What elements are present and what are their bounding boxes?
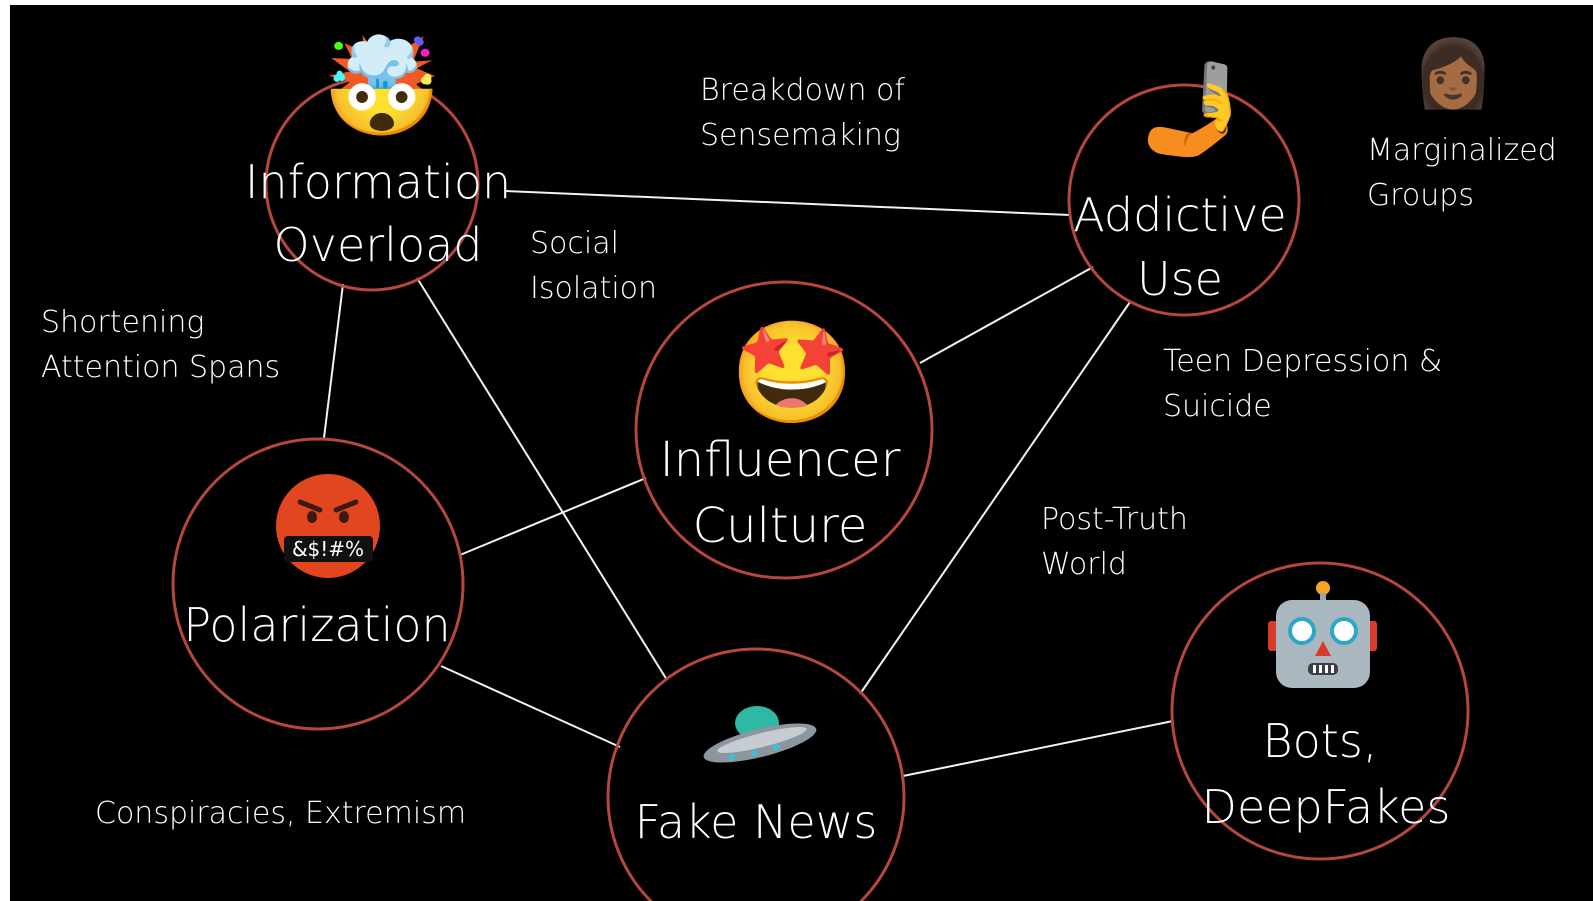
node-label-influencer-culture-line2: Culture [693, 498, 868, 554]
note-social-isolation-line2: Isolation [530, 271, 658, 306]
diagram-canvas: Information Overload Addictive Use Influ… [171, 76, 1470, 901]
circle-influencer-culture [634, 280, 934, 580]
node-label-information-overload-line2: Overload [274, 218, 483, 272]
note-shortening-line1: Shortening [41, 305, 205, 340]
node-label-influencer-culture-line1: Influencer [660, 432, 901, 488]
node-label-information-overload-line1: Information [245, 155, 511, 209]
node-label-bots-deepfakes-line2: DeepFakes [1202, 780, 1451, 834]
node-addictive-use: Addictive Use [1067, 83, 1301, 317]
node-label-polarization: Polarization [183, 598, 450, 652]
note-breakdown-line1: Breakdown of [700, 73, 905, 108]
note-breakdown-line2: Sensemaking [700, 118, 901, 153]
edge-information-overload-to-addictive-use [504, 190, 1071, 216]
edge-addictive-use-to-influencer-culture [919, 266, 1094, 364]
note-teen-line1: Teen Depression & [1163, 344, 1443, 379]
note-marginalized-groups: Marginalized Groups [1367, 128, 1557, 218]
note-shortening-line2: Attention Spans [41, 350, 281, 385]
note-teen-line2: Suicide [1163, 389, 1272, 424]
edge-fake-news-to-bots-deepfakes [902, 720, 1174, 777]
node-bots-deepfakes: Bots, DeepFakes [1170, 561, 1470, 861]
circle-addictive-use [1067, 83, 1301, 317]
note-shortening-attention-spans: Shortening Attention Spans [41, 300, 280, 390]
slide: Information Overload Addictive Use Influ… [10, 5, 1593, 901]
note-post-truth-world: Post-Truth World [1041, 497, 1188, 587]
node-influencer-culture: Influencer Culture [634, 280, 934, 580]
edge-information-overload-to-fake-news [416, 277, 668, 681]
cursing-face-icon: &$!#% [276, 474, 380, 578]
node-fake-news: Fake News [606, 647, 906, 901]
note-post-truth-line2: World [1041, 547, 1127, 582]
edge-polarization-to-fake-news [440, 665, 621, 748]
edge-addictive-use-to-fake-news [859, 301, 1131, 695]
edges-layer [323, 190, 1174, 777]
woman-icon: 👩🏾 [1412, 35, 1495, 112]
node-label-addictive-use-line1: Addictive [1073, 188, 1286, 242]
edge-information-overload-to-polarization [323, 283, 344, 439]
exploding-head-icon: 🤯 [322, 31, 442, 143]
note-social-isolation: Social Isolation [530, 221, 657, 311]
edge-influencer-culture-to-polarization [459, 477, 647, 556]
selfie-arm-icon: 🤳 [1138, 57, 1251, 162]
note-social-isolation-line1: Social [530, 226, 619, 261]
note-marginalized-line2: Groups [1367, 178, 1474, 213]
circle-bots-deepfakes [1170, 561, 1470, 861]
star-struck-icon: 🤩 [730, 314, 855, 431]
circle-fake-news [606, 647, 906, 901]
note-breakdown-of-sensemaking: Breakdown of Sensemaking [700, 68, 905, 158]
cursing-face-symbols: &$!#% [292, 537, 364, 561]
circle-polarization [171, 437, 465, 731]
circle-information-overload [264, 76, 480, 292]
flying-saucer-icon [703, 706, 817, 763]
note-post-truth-line1: Post-Truth [1041, 502, 1188, 537]
node-information-overload: Information Overload [245, 76, 511, 292]
note-conspiracies-extremism: Conspiracies, Extremism [95, 796, 467, 831]
note-teen-depression: Teen Depression & Suicide [1163, 339, 1442, 429]
node-label-fake-news: Fake News [635, 795, 878, 849]
note-marginalized-line1: Marginalized [1367, 133, 1557, 168]
robot-icon [1268, 581, 1377, 688]
node-label-addictive-use-line2: Use [1137, 252, 1223, 306]
node-label-bots-deepfakes-line1: Bots, [1263, 714, 1378, 768]
node-polarization: Polarization [171, 437, 465, 731]
